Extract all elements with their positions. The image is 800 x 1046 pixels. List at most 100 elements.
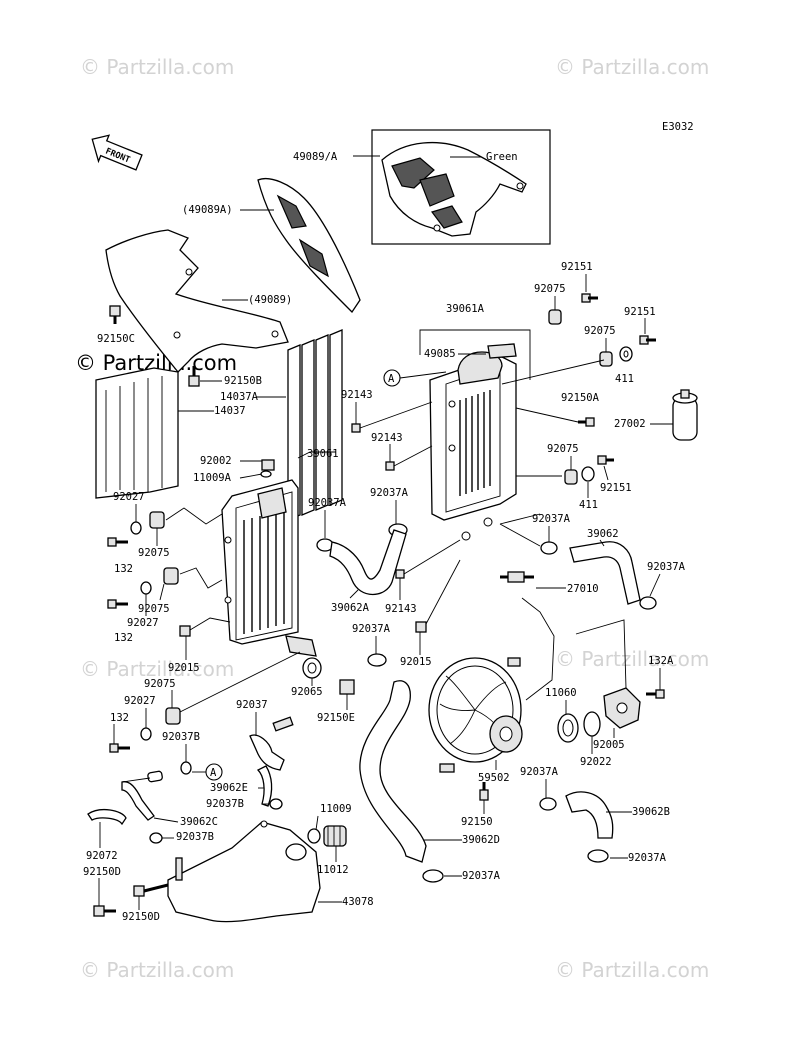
circle-ref-a-1: A xyxy=(383,369,401,387)
label-411-b: 411 xyxy=(579,499,598,511)
bolt-92150d-b xyxy=(133,883,169,897)
label-92075-e: 92075 xyxy=(138,603,170,615)
label-92037: 92037 xyxy=(236,699,268,711)
shroud-graphic-inset xyxy=(371,129,551,245)
label-92037A-b: 92037A xyxy=(370,487,409,499)
grommet-92075-left-b xyxy=(163,567,179,585)
fitting-92005 xyxy=(603,687,641,729)
fan-switch-27010 xyxy=(500,571,534,583)
label-14037A: 14037A xyxy=(220,391,259,403)
clamp-92037a-f-bottom xyxy=(422,869,444,883)
hose-39062b xyxy=(565,791,614,839)
diagram-code: E3032 xyxy=(662,121,694,133)
bolt-92143-c xyxy=(395,569,405,579)
label-27002: 27002 xyxy=(614,418,646,430)
clip-92015-b xyxy=(415,621,427,633)
clamp-92037a-d xyxy=(639,596,657,610)
label-92150: 92150 xyxy=(461,816,493,828)
front-arrow-icon: FRONT xyxy=(91,134,143,171)
label-92005: 92005 xyxy=(593,739,625,751)
svg-text:A: A xyxy=(210,767,217,779)
label-11009A: 11009A xyxy=(193,472,232,484)
bolt-92151-mid xyxy=(597,455,614,465)
washer-92027-b xyxy=(140,581,152,595)
hose-39062 xyxy=(569,541,641,605)
radiator-shroud-decal xyxy=(257,178,361,314)
hose-39062c xyxy=(121,770,163,821)
label-39062C: 39062C xyxy=(180,816,218,828)
grommet-92075-top xyxy=(548,309,562,325)
label-92037A-a: 92037A xyxy=(308,497,347,509)
washer-92065 xyxy=(302,657,322,679)
grommet-92075-left-a xyxy=(149,511,165,529)
bolt-92150d-a xyxy=(93,905,116,917)
label-39062E: 39062E xyxy=(210,782,248,794)
clip-92015-a xyxy=(179,625,191,637)
grommet-92075-lower xyxy=(165,707,181,725)
hose-39062e xyxy=(256,765,273,807)
clamp-92037a-f xyxy=(539,797,557,811)
label-92075-d: 92075 xyxy=(138,547,170,559)
label-92072: 92072 xyxy=(86,850,118,862)
reservoir-27002 xyxy=(672,389,698,441)
bolt-92150b xyxy=(188,366,200,387)
radiator-right-39061a xyxy=(429,351,517,541)
label-39062B: 39062B xyxy=(632,806,670,818)
label-92037A-c: 92037A xyxy=(532,513,571,525)
label-411-a: 411 xyxy=(615,373,634,385)
watermark: © Partzilla.com xyxy=(555,55,709,79)
cooling-fan-59502 xyxy=(428,657,523,773)
label-92151-c: 92151 xyxy=(600,482,632,494)
clamp-92037b-a xyxy=(180,761,192,775)
label-39061: 39061 xyxy=(307,448,339,460)
label-92002: 92002 xyxy=(200,455,232,467)
label-92037B-b: 92037B xyxy=(206,798,244,810)
label-132-b: 132 xyxy=(114,632,133,644)
svg-text:A: A xyxy=(388,373,395,385)
label-92143-c: 92143 xyxy=(385,603,417,615)
label-92150D-a: 92150D xyxy=(83,866,121,878)
label-92037B-c: 92037B xyxy=(176,831,214,843)
band-92072 xyxy=(87,808,127,826)
bolt-92151-top xyxy=(581,293,598,303)
label-92037A-g: 92037A xyxy=(628,852,667,864)
grommet-92075-right xyxy=(599,351,613,367)
label-39062: 39062 xyxy=(587,528,619,540)
hose-39062d xyxy=(359,680,427,863)
label-92143-a: 92143 xyxy=(341,389,373,401)
label-92037A-e: 92037A xyxy=(352,623,391,635)
label-132-c: 132 xyxy=(110,712,129,724)
label-92027-b: 92027 xyxy=(127,617,159,629)
label-49089A: (49089A) xyxy=(182,204,233,216)
label-92037A-h: 92037A xyxy=(462,870,501,882)
label-11009: 11009 xyxy=(320,803,352,815)
label-39062A: 39062A xyxy=(331,602,370,614)
radiator-left-39061 xyxy=(221,459,317,657)
label-43078: 43078 xyxy=(342,896,374,908)
bolt-132-c xyxy=(109,743,130,753)
grommet-92075-mid xyxy=(564,469,578,485)
label-92037A-d: 92037A xyxy=(647,561,686,573)
bolt-132-a xyxy=(107,537,128,547)
reservoir-tank-43078 xyxy=(167,820,321,923)
cap-49085 xyxy=(487,343,517,359)
fitting-92150e xyxy=(339,679,355,695)
label-92037A-f: 92037A xyxy=(520,766,559,778)
hose-92037 xyxy=(249,716,294,771)
label-92150D-b: 92150D xyxy=(122,911,160,923)
watermark: © Partzilla.com xyxy=(80,657,234,681)
watermark: © Partzilla.com xyxy=(80,55,234,79)
label-92143-b: 92143 xyxy=(371,432,403,444)
washer-92027-c xyxy=(140,727,152,741)
circle-ref-a-2: A xyxy=(205,763,223,781)
label-59502: 59502 xyxy=(478,772,510,784)
bolt-92143-b xyxy=(385,461,395,471)
bolt-92150 xyxy=(479,782,489,801)
bolt-132-b xyxy=(107,599,128,609)
bolt-92143-a xyxy=(351,423,361,433)
washer-411-top xyxy=(619,346,633,362)
label-92015-a: 92015 xyxy=(168,662,200,674)
bolt-132a xyxy=(646,689,665,699)
clamp-92037a-c xyxy=(540,541,558,555)
